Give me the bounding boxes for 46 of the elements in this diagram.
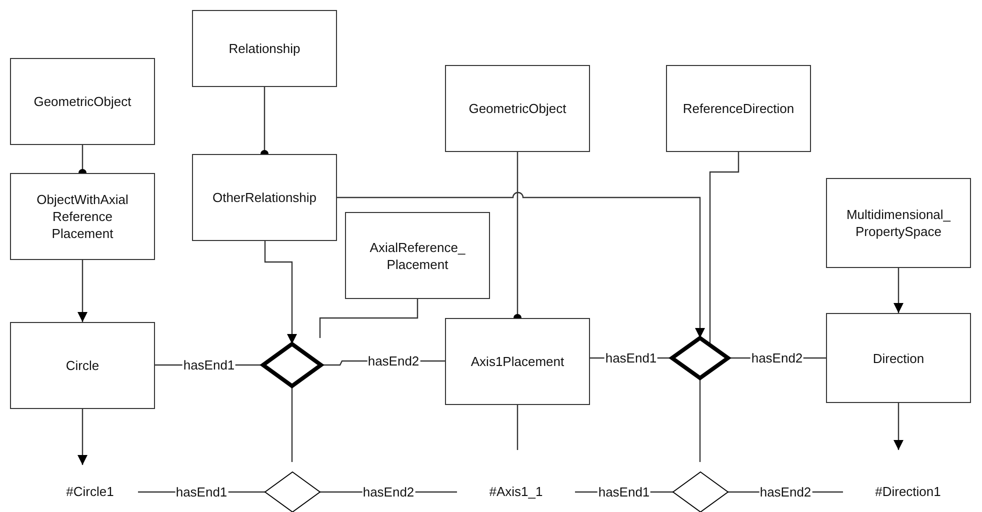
connector-line — [894, 268, 904, 313]
connector-line — [337, 192, 705, 338]
edge-label: hasEnd2 — [362, 484, 416, 500]
connector-line — [319, 299, 418, 338]
connector-line — [709, 152, 740, 345]
class-box — [10, 173, 155, 260]
relationship-diamond — [265, 472, 320, 512]
class-box — [10, 322, 155, 409]
class-name: Multidimensional_ PropertySpace — [845, 206, 952, 240]
class-name: ObjectWithAxial Reference Placement — [36, 191, 130, 242]
class-name: GeometricObject — [34, 93, 132, 110]
class-box — [826, 178, 971, 268]
class-name: AxialReference_ Placement — [368, 238, 466, 272]
class-name: Axis1Placement — [470, 353, 564, 370]
class-box — [345, 212, 490, 299]
connector-line — [264, 241, 297, 344]
class-name: ReferenceDirection — [682, 100, 794, 117]
class-box — [666, 65, 811, 152]
class-box — [826, 313, 971, 403]
edge-label: hasEnd2 — [758, 484, 812, 500]
edge-label: hasEnd2 — [366, 354, 420, 368]
class-name: OtherRelationship — [212, 189, 317, 206]
class-name: Relationship — [228, 40, 300, 57]
edge-label: hasEnd1 — [597, 484, 651, 500]
edge-label: hasEnd1 — [174, 484, 228, 500]
instance-label: #Circle1 — [42, 480, 138, 504]
connector-line — [894, 403, 904, 450]
connector-line — [78, 409, 88, 465]
connector-line — [699, 378, 701, 462]
connector-line — [291, 386, 293, 462]
instance-label: #Axis1_1 — [457, 480, 575, 504]
class-name: Direction — [872, 350, 924, 366]
class-box — [445, 318, 590, 405]
class-box — [192, 10, 337, 87]
class-box — [192, 154, 337, 241]
edge-label: hasEnd2 — [750, 350, 804, 366]
edge-label: hasEnd1 — [604, 350, 658, 366]
class-box — [445, 65, 590, 152]
class-name: GeometricObject — [468, 100, 566, 117]
class-name: Circle — [66, 357, 100, 374]
edge-label: hasEnd1 — [182, 358, 236, 372]
relationship-diamond — [673, 472, 728, 512]
instance-label: #Direction1 — [843, 480, 973, 504]
connector-line — [78, 260, 88, 322]
connector-line — [516, 405, 518, 450]
class-box — [10, 58, 155, 145]
